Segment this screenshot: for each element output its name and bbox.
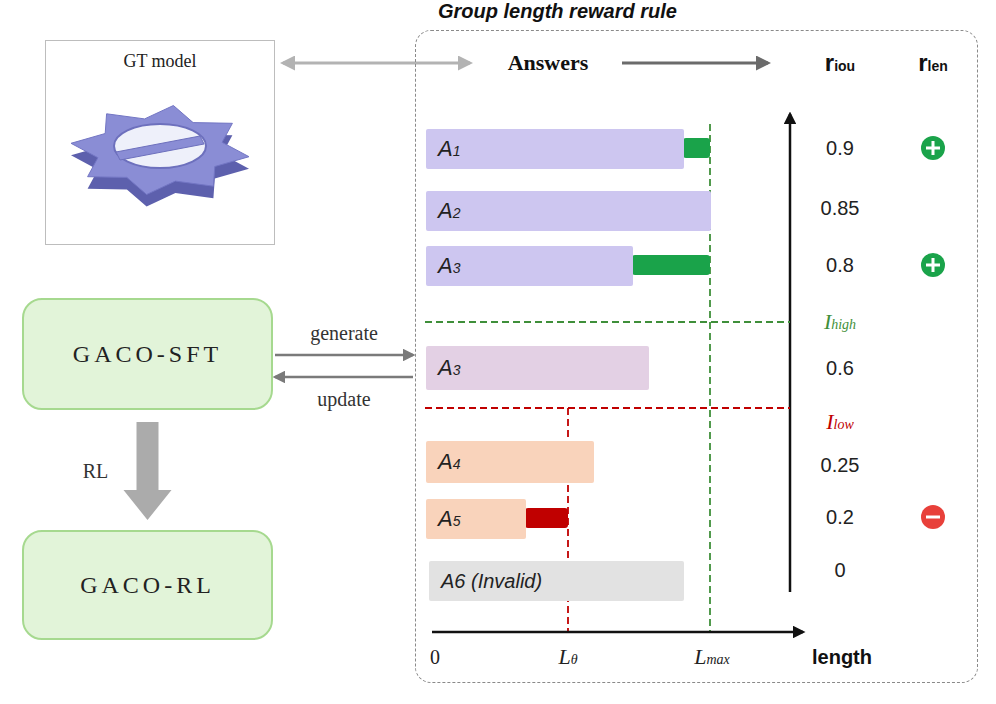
iou-value: 0.25: [821, 454, 860, 477]
node-text: GT model: [46, 41, 274, 72]
length-axis: [432, 631, 803, 634]
plus-icon: [921, 253, 945, 277]
node-text: A4: [438, 449, 460, 475]
node-text: A5: [438, 506, 460, 532]
answer-bar: A6 (Invalid): [429, 561, 684, 601]
answer-bar: A2: [426, 191, 711, 231]
iou-value: 0: [834, 559, 845, 582]
node-text: A2: [438, 198, 460, 224]
iou-value: 0.8: [826, 254, 854, 277]
edge-label: update: [317, 388, 370, 410]
flow-arrow: [275, 376, 413, 379]
node-text: A1: [438, 136, 460, 162]
iou-value: 0.9: [826, 137, 854, 160]
iou-value: 0.6: [826, 357, 854, 380]
flow-arrow: [275, 354, 413, 357]
answer-bar: A1: [426, 129, 684, 169]
answer-bar: A5: [426, 499, 526, 539]
node-text: A3: [438, 355, 460, 381]
plus-sign: [926, 258, 940, 272]
threshold-label: Ihigh: [824, 309, 856, 335]
threshold-line: [425, 407, 790, 409]
length-bonus: [683, 138, 710, 158]
plus-sign: [926, 141, 940, 155]
length-bonus: [632, 255, 710, 275]
minus-icon: [921, 505, 945, 529]
answers-arrow: [622, 62, 768, 65]
column-heading: rlen: [918, 49, 948, 77]
node-text: GACO-RL: [80, 572, 215, 599]
block-arrow: [124, 422, 172, 520]
edge-label: RL: [83, 460, 109, 482]
answer-bar: A3: [426, 246, 633, 286]
gear-hole: [114, 124, 206, 168]
axis-tick: Lθ: [558, 644, 577, 670]
answer-bar: A3: [426, 346, 649, 390]
model-box: GACO-RL: [22, 530, 273, 640]
axis-title: length: [812, 646, 872, 669]
iou-value: 0.85: [821, 197, 860, 220]
iou-value: 0.2: [826, 506, 854, 529]
iou-axis: [789, 114, 792, 592]
length-penalty: [525, 508, 568, 528]
answer-bar: A4: [426, 441, 594, 483]
double-arrow: [283, 62, 470, 65]
model-box: GACO-SFT: [22, 298, 273, 410]
node-text: Group length reward rule: [438, 0, 677, 23]
model-frame: GT model: [45, 40, 275, 245]
gear-top: [71, 106, 249, 195]
axis-tick: Lmax: [694, 644, 730, 670]
node-text: A3: [438, 253, 460, 279]
edge-label: generate: [310, 322, 378, 344]
minus-sign: [926, 516, 940, 519]
threshold-line: [425, 321, 790, 323]
node-text: A6 (Invalid): [441, 570, 542, 593]
axis-tick: 0: [430, 646, 440, 669]
column-heading: riou: [825, 49, 855, 77]
node-text: GACO-SFT: [73, 341, 222, 368]
column-heading: Answers: [508, 50, 589, 76]
reward-panel: Group length reward ruleA1A2A3A3A4A5A6 (…: [415, 30, 978, 683]
gear-bar: [116, 136, 204, 160]
threshold-label: Ilow: [826, 409, 854, 435]
plus-icon: [921, 136, 945, 160]
